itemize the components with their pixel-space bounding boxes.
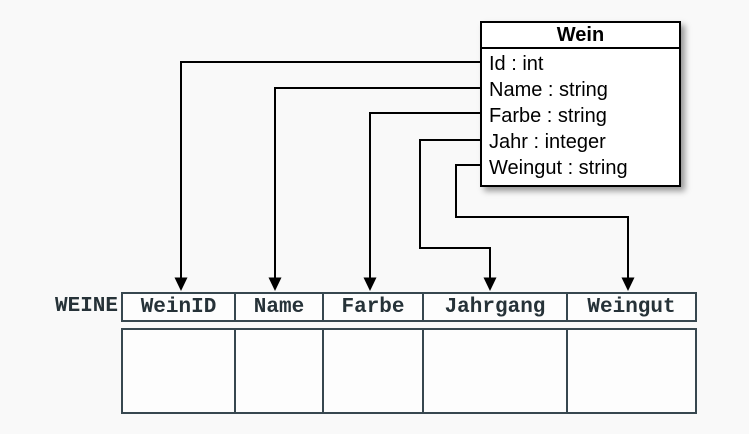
class-attribute-jahr: Jahr : integer: [489, 131, 606, 153]
table-header-row: WeinID Name Farbe Jahrgang Weingut: [121, 292, 697, 322]
table-name-label: WEINE: [54, 295, 118, 318]
table-body-cell: [236, 330, 322, 412]
uml-class-wein: Wein Id : int Name : string Farbe : stri…: [480, 21, 681, 187]
arrow-name-to-name: [268, 87, 482, 291]
column-header-weingut: Weingut: [568, 294, 695, 320]
class-attribute-name: Name : string: [489, 79, 608, 101]
class-attribute-weingut: Weingut : string: [489, 157, 628, 179]
class-attribute-id: Id : int: [489, 53, 544, 75]
class-title: Wein: [482, 23, 679, 49]
class-attributes-compartment: Id : int Name : string Farbe : string Ja…: [482, 49, 679, 185]
arrow-jahr-to-jahrgang: [419, 139, 497, 291]
column-header-farbe: Farbe: [324, 294, 422, 320]
table-body-cell: [123, 330, 234, 412]
column-header-name: Name: [236, 294, 322, 320]
arrow-farbe-to-farbe: [363, 112, 482, 291]
column-header-jahrgang: Jahrgang: [424, 294, 566, 320]
table-body-cell: [424, 330, 566, 412]
table-body-cell: [568, 330, 695, 412]
table-body-cell: [324, 330, 422, 412]
table-body-row: [121, 328, 697, 414]
arrow-id-to-weinid: [174, 61, 482, 291]
class-attribute-farbe: Farbe : string: [489, 105, 607, 127]
arrow-weingut-to-weingut: [455, 164, 635, 291]
column-header-weinid: WeinID: [123, 294, 234, 320]
